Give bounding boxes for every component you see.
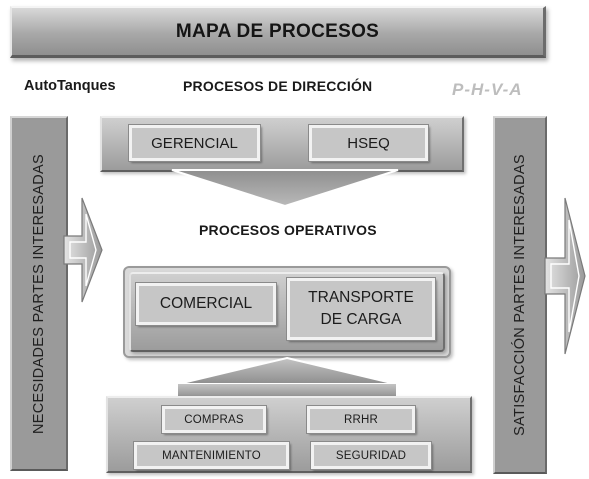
satisfaction-column-label: SATISFACCIÓN PARTES INTERESADAS (512, 154, 529, 436)
transporte-line-1: TRANSPORTE (308, 289, 414, 306)
page-title: MAPA DE PROCESOS (175, 20, 380, 42)
mantenimiento-box: MANTENIMIENTO (133, 441, 290, 470)
needs-column-label: NECESIDADES PARTES INTERESADAS (31, 153, 48, 434)
rrhr-box: RRHR (306, 405, 416, 434)
compras-box: COMPRAS (161, 405, 267, 434)
phva-cycle-label: P-H-V-A (452, 80, 523, 99)
seguridad-box: SEGURIDAD (310, 441, 432, 470)
satisfaction-arrow-icon (544, 197, 586, 355)
needs-arrow-icon (63, 197, 103, 303)
operational-processes-label: PROCESOS OPERATIVOS (199, 222, 377, 238)
title-banner: MAPA DE PROCESOS (10, 6, 546, 58)
transporte-line-2: DE CARGA (320, 311, 402, 328)
transporte-carga-box: TRANSPORTE DE CARGA (286, 277, 436, 341)
direction-processes-label: PROCESOS DE DIRECCIÓN (183, 78, 373, 94)
company-name: AutoTanques (24, 78, 116, 94)
gerencial-box: GERENCIAL (128, 124, 261, 162)
up-arrow-icon (177, 356, 397, 398)
down-chevron-arrow-icon (171, 169, 399, 208)
comercial-box: COMERCIAL (135, 282, 277, 326)
needs-column: NECESIDADES PARTES INTERESADAS (10, 116, 68, 471)
satisfaction-column: SATISFACCIÓN PARTES INTERESADAS (493, 116, 547, 474)
hseq-box: HSEQ (308, 124, 429, 162)
